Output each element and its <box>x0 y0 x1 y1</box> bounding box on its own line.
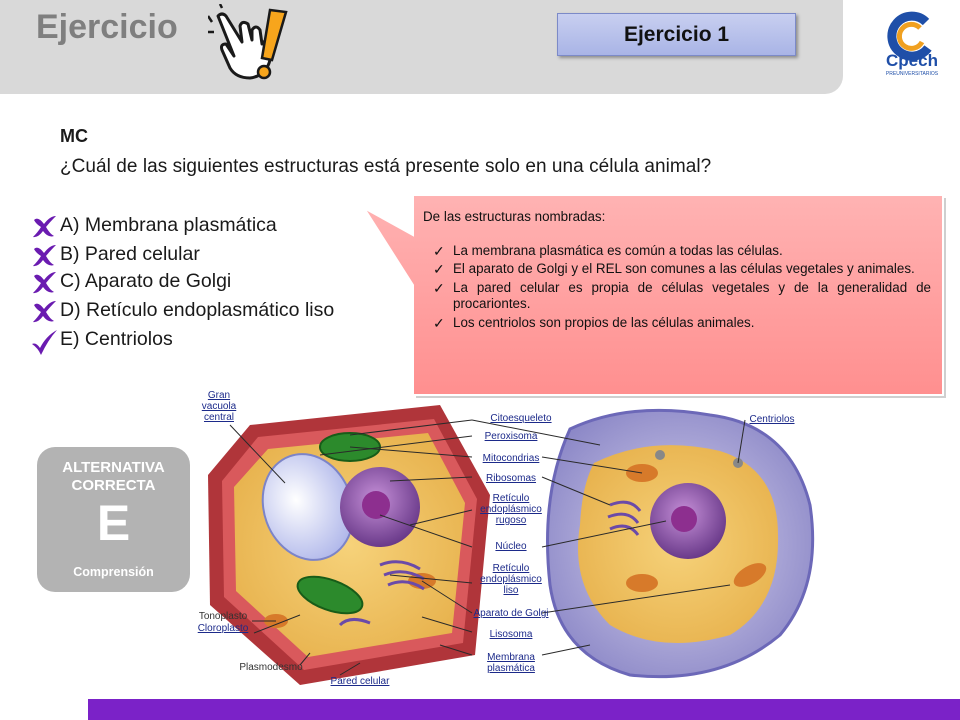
animal-cell <box>546 408 815 679</box>
label-peroxisoma: Peroxisoma <box>484 431 538 442</box>
question-text: ¿Cuál de las siguientes estructuras está… <box>60 156 712 177</box>
brand-wordmark: Cpech <box>886 51 938 70</box>
option-label: E) Centriolos <box>60 328 173 350</box>
checkmark-icon: ✓ <box>433 279 445 296</box>
option-label: D) Retículo endoplasmático liso <box>60 299 335 321</box>
answer-letter: E <box>96 495 131 551</box>
label-pared-celular: Pared celular <box>330 676 390 687</box>
label-aparato-golgi: Aparato de Golgi <box>473 608 549 619</box>
option-a[interactable]: A) Membrana plasmática <box>30 212 410 242</box>
cross-icon <box>33 216 56 238</box>
explanation-point: ✓La membrana plasmática es común a todas… <box>433 242 783 259</box>
explanation-callout: De las estructuras nombradas: ✓La membra… <box>413 195 943 395</box>
question-type: MC <box>60 126 88 146</box>
pointing-hand-icon <box>208 4 288 80</box>
explanation-point: ✓El aparato de Golgi y el REL son comune… <box>433 261 915 277</box>
check-icon <box>32 330 57 355</box>
explanation-point: ✓La pared celular es propia de células v… <box>433 279 931 312</box>
cell-diagram <box>208 405 815 685</box>
option-label: A) Membrana plasmática <box>60 214 277 236</box>
brand-tagline: PREUNIVERSITARIOS <box>886 71 939 77</box>
option-b[interactable]: B) Pared celular <box>30 241 410 271</box>
cross-icon <box>33 245 56 267</box>
option-e[interactable]: E) Centriolos <box>30 326 410 356</box>
label-lisosoma: Lisosoma <box>489 629 533 640</box>
option-c[interactable]: C) Aparato de Golgi <box>30 268 410 298</box>
explanation-callout-shape <box>363 194 946 398</box>
label-plasmodesmo: Plasmodesmo <box>239 662 303 673</box>
label-cloroplasto: Cloroplasto <box>197 623 249 634</box>
label-leader-lines <box>229 419 746 676</box>
option-d[interactable]: D) Retículo endoplasmático liso <box>30 297 410 327</box>
checkmark-icon: ✓ <box>433 242 445 259</box>
explanation-intro: De las estructuras nombradas: <box>423 209 606 224</box>
option-label: C) Aparato de Golgi <box>60 270 232 292</box>
label-nucleo: Núcleo <box>495 541 527 552</box>
explanation-list: ✓La membrana plasmática es común a todas… <box>423 243 931 332</box>
plant-cell <box>208 405 490 685</box>
checkmark-icon: ✓ <box>433 261 445 277</box>
label-mitocondrias: Mitocondrias <box>482 453 540 464</box>
footer-bar <box>88 699 960 720</box>
exercise-number-badge: Ejercicio 1 <box>557 13 796 56</box>
cross-icon <box>33 301 56 323</box>
page-title: Ejercicio <box>36 8 178 46</box>
cross-icon <box>33 272 56 294</box>
explanation-point: ✓Los centriolos son propios de las célul… <box>433 314 755 331</box>
option-label: B) Pared celular <box>60 243 200 265</box>
cpech-logo: Cpech PREUNIVERSITARIOS <box>886 11 939 77</box>
label-ribosomas: Ribosomas <box>485 473 537 484</box>
checkmark-icon: ✓ <box>433 314 445 331</box>
label-citoesqueleto: Citoesqueleto <box>490 413 552 424</box>
label-tonoplasto: Tonoplasto <box>198 611 248 622</box>
label-centriolos: Centriolos <box>749 414 795 425</box>
answer-skill: Comprensión <box>73 565 154 579</box>
